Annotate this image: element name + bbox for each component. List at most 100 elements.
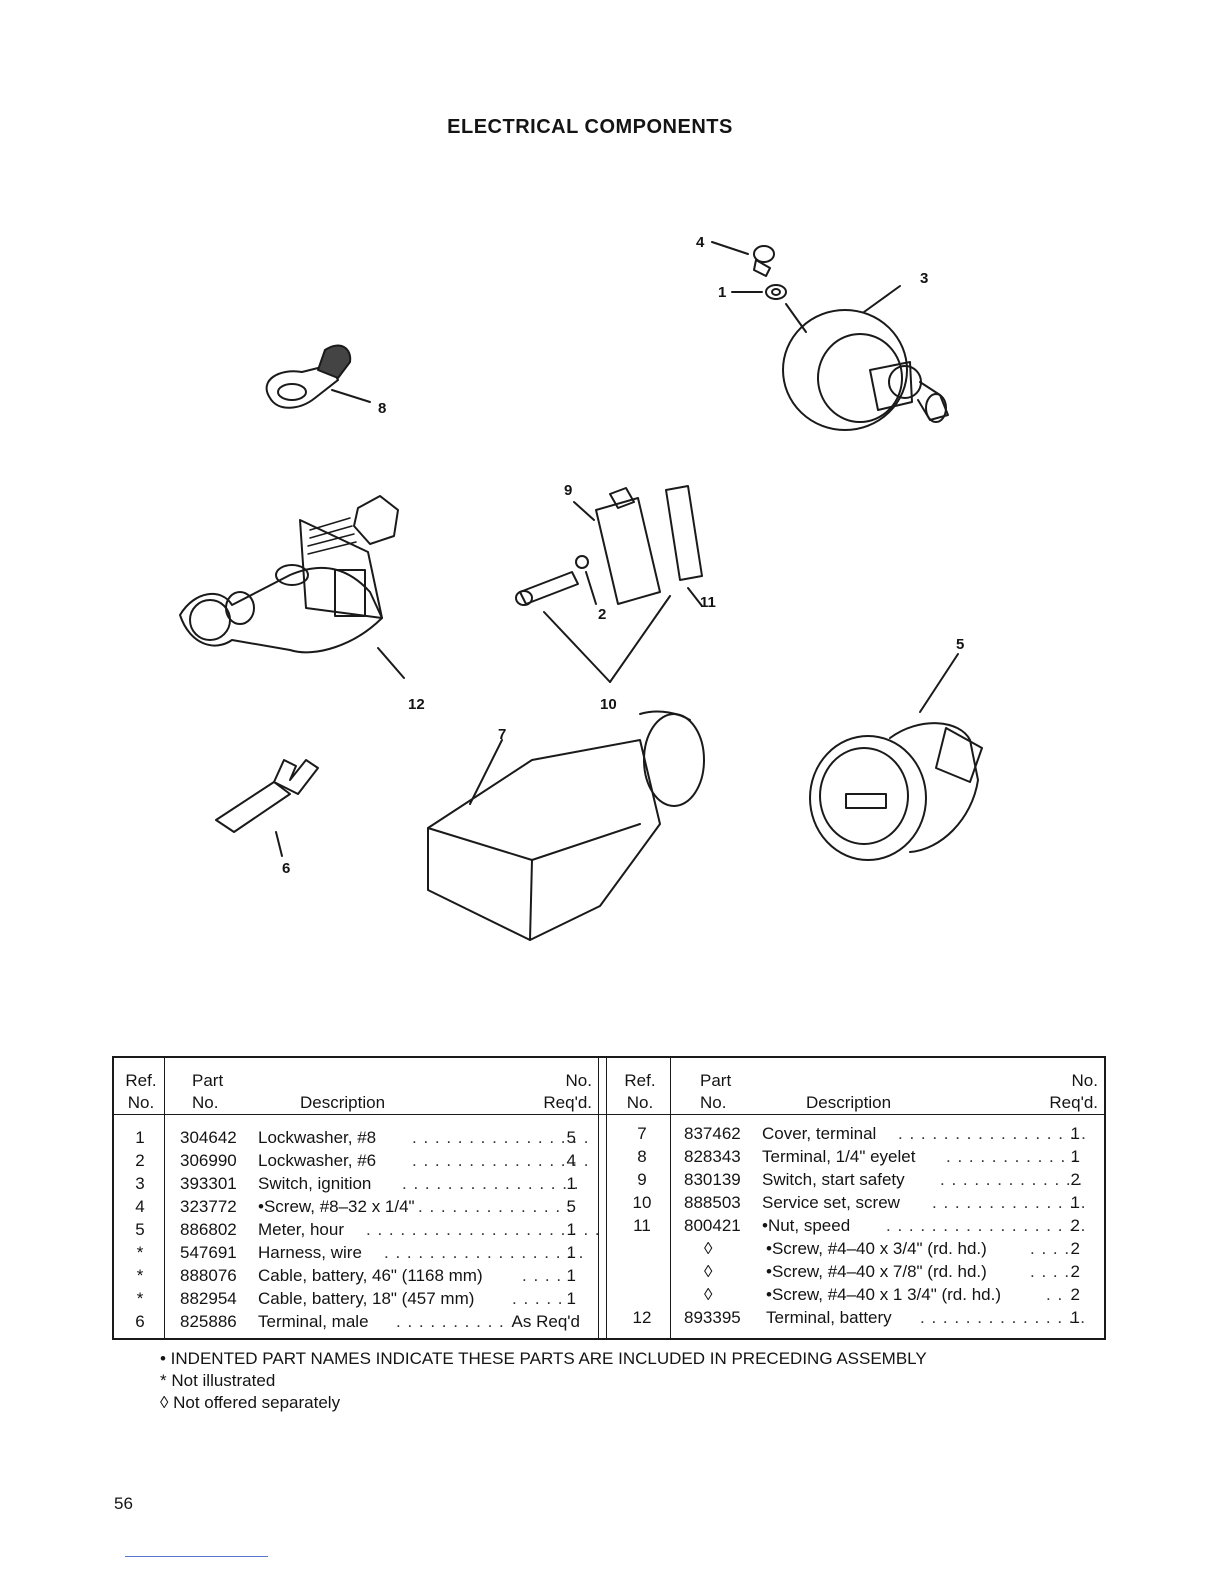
part-no: 800421	[684, 1216, 741, 1235]
header-description: Description	[300, 1093, 386, 1112]
header-part-no: Part No.	[192, 1071, 224, 1112]
safety-switch-drawing	[515, 485, 703, 683]
ref-no: *	[136, 1266, 144, 1285]
note-indented-parts: • INDENTED PART NAMES INDICATE THESE PAR…	[160, 1349, 927, 1368]
eyelet-terminal-drawing	[265, 344, 371, 409]
footer-rule	[125, 1556, 268, 1557]
qty: 2	[1070, 1216, 1080, 1235]
description: Cable, battery, 46" (1168 mm)	[258, 1266, 483, 1285]
qty: 1	[1070, 1147, 1080, 1166]
ref-no: 4	[135, 1197, 145, 1216]
parts-illustration: 4 1 3 8 9 2 11 5 12 10 7 6	[140, 220, 1040, 980]
table-notes: • INDENTED PART NAMES INDICATE THESE PAR…	[160, 1348, 927, 1414]
not-offered-mark: ◊	[704, 1239, 713, 1258]
description: •Screw, #4–40 x 7/8" (rd. hd.)	[766, 1262, 987, 1281]
qty: 1	[566, 1266, 576, 1285]
part-no: 888076	[180, 1266, 237, 1285]
callout-11: 11	[700, 594, 716, 611]
part-no: 828343	[684, 1147, 741, 1166]
description: Switch, ignition	[258, 1174, 372, 1193]
part-no: 886802	[180, 1220, 237, 1239]
qty: 1	[1070, 1193, 1080, 1212]
part-no: 830139	[684, 1170, 741, 1189]
qty: 5	[566, 1128, 576, 1147]
description: •Nut, speed	[762, 1216, 851, 1235]
ref-no: 6	[135, 1312, 145, 1331]
note-not-illustrated: * Not illustrated	[160, 1371, 276, 1390]
hour-meter-drawing	[809, 653, 983, 861]
qty: 1	[1070, 1308, 1080, 1327]
ref-no: 10	[632, 1193, 652, 1212]
terminal-cover-drawing	[427, 710, 705, 941]
ref-no: 2	[135, 1151, 145, 1170]
callout-10: 10	[600, 696, 617, 713]
qty: 2	[1070, 1239, 1080, 1258]
description: Harness, wire	[258, 1243, 362, 1262]
part-no: 547691	[180, 1243, 237, 1262]
ref-no: 9	[637, 1170, 647, 1189]
callout-2: 2	[598, 606, 607, 623]
ref-no: 12	[632, 1308, 652, 1327]
qty: 1	[566, 1243, 576, 1262]
part-no: 837462	[684, 1124, 741, 1143]
header-ref-no-right: Ref. No.	[624, 1071, 656, 1112]
part-no: 893395	[684, 1308, 741, 1327]
qty: 5	[566, 1197, 576, 1216]
description: Cable, battery, 18" (457 mm)	[258, 1289, 475, 1308]
description: •Screw, #8–32 x 1/4"	[258, 1197, 415, 1216]
description: Terminal, 1/4" eyelet	[762, 1147, 916, 1166]
description: Cover, terminal	[762, 1124, 877, 1143]
description: •Screw, #4–40 x 1 3/4" (rd. hd.)	[766, 1285, 1001, 1304]
ignition-switch-drawing	[782, 285, 949, 431]
header-description-right: Description	[806, 1093, 892, 1112]
callout-1: 1	[718, 284, 727, 301]
part-no: 393301	[180, 1174, 237, 1193]
description: Meter, hour	[258, 1220, 344, 1239]
part-no: 882954	[180, 1289, 237, 1308]
page-number: 56	[114, 1494, 133, 1513]
qty: 1	[566, 1174, 576, 1193]
qty: 4	[566, 1151, 576, 1170]
ref-no: 1	[135, 1128, 145, 1147]
description: Terminal, male	[258, 1312, 369, 1331]
ref-no: 3	[135, 1174, 145, 1193]
exploded-view-drawing	[179, 241, 983, 941]
ref-no: 5	[135, 1220, 145, 1239]
male-terminal-drawing	[215, 759, 319, 857]
callout-8: 8	[378, 400, 387, 417]
part-no: 323772	[180, 1197, 237, 1216]
ref-no: *	[136, 1243, 144, 1262]
callout-4: 4	[696, 234, 705, 251]
description: Terminal, battery	[766, 1308, 892, 1327]
page-title: ELECTRICAL COMPONENTS	[447, 116, 733, 138]
callout-12: 12	[408, 696, 425, 713]
not-offered-mark: ◊	[704, 1262, 713, 1281]
description: Lockwasher, #6	[258, 1151, 377, 1170]
description: Lockwasher, #8	[258, 1128, 377, 1147]
callout-5: 5	[956, 636, 965, 653]
description: •Screw, #4–40 x 3/4" (rd. hd.)	[766, 1239, 987, 1258]
not-offered-mark: ◊	[704, 1285, 713, 1304]
callout-7: 7	[498, 726, 507, 743]
qty: 1	[1070, 1124, 1080, 1143]
callout-6: 6	[282, 860, 291, 877]
battery-terminal-drawing	[179, 495, 405, 679]
qty: 1	[566, 1220, 576, 1239]
header-ref-no: Ref. No.	[125, 1071, 157, 1112]
header-part-no-right: Part No.	[700, 1071, 732, 1112]
callout-3: 3	[920, 270, 929, 287]
note-not-offered: ◊ Not offered separately	[160, 1393, 341, 1412]
part-no: 888503	[684, 1193, 741, 1212]
ref-no: *	[136, 1289, 144, 1308]
qty: 2	[1070, 1262, 1080, 1281]
screw-and-washer-drawing	[711, 241, 807, 333]
qty: 2	[1070, 1285, 1080, 1304]
header-no-reqd: No. Req'd.	[543, 1071, 592, 1112]
ref-no: 7	[637, 1124, 647, 1143]
description: Service set, screw	[762, 1193, 900, 1212]
ref-no: 11	[633, 1216, 651, 1235]
part-no: 304642	[180, 1128, 237, 1147]
callout-9: 9	[564, 482, 573, 499]
part-no: 825886	[180, 1312, 237, 1331]
qty: 1	[566, 1289, 576, 1308]
